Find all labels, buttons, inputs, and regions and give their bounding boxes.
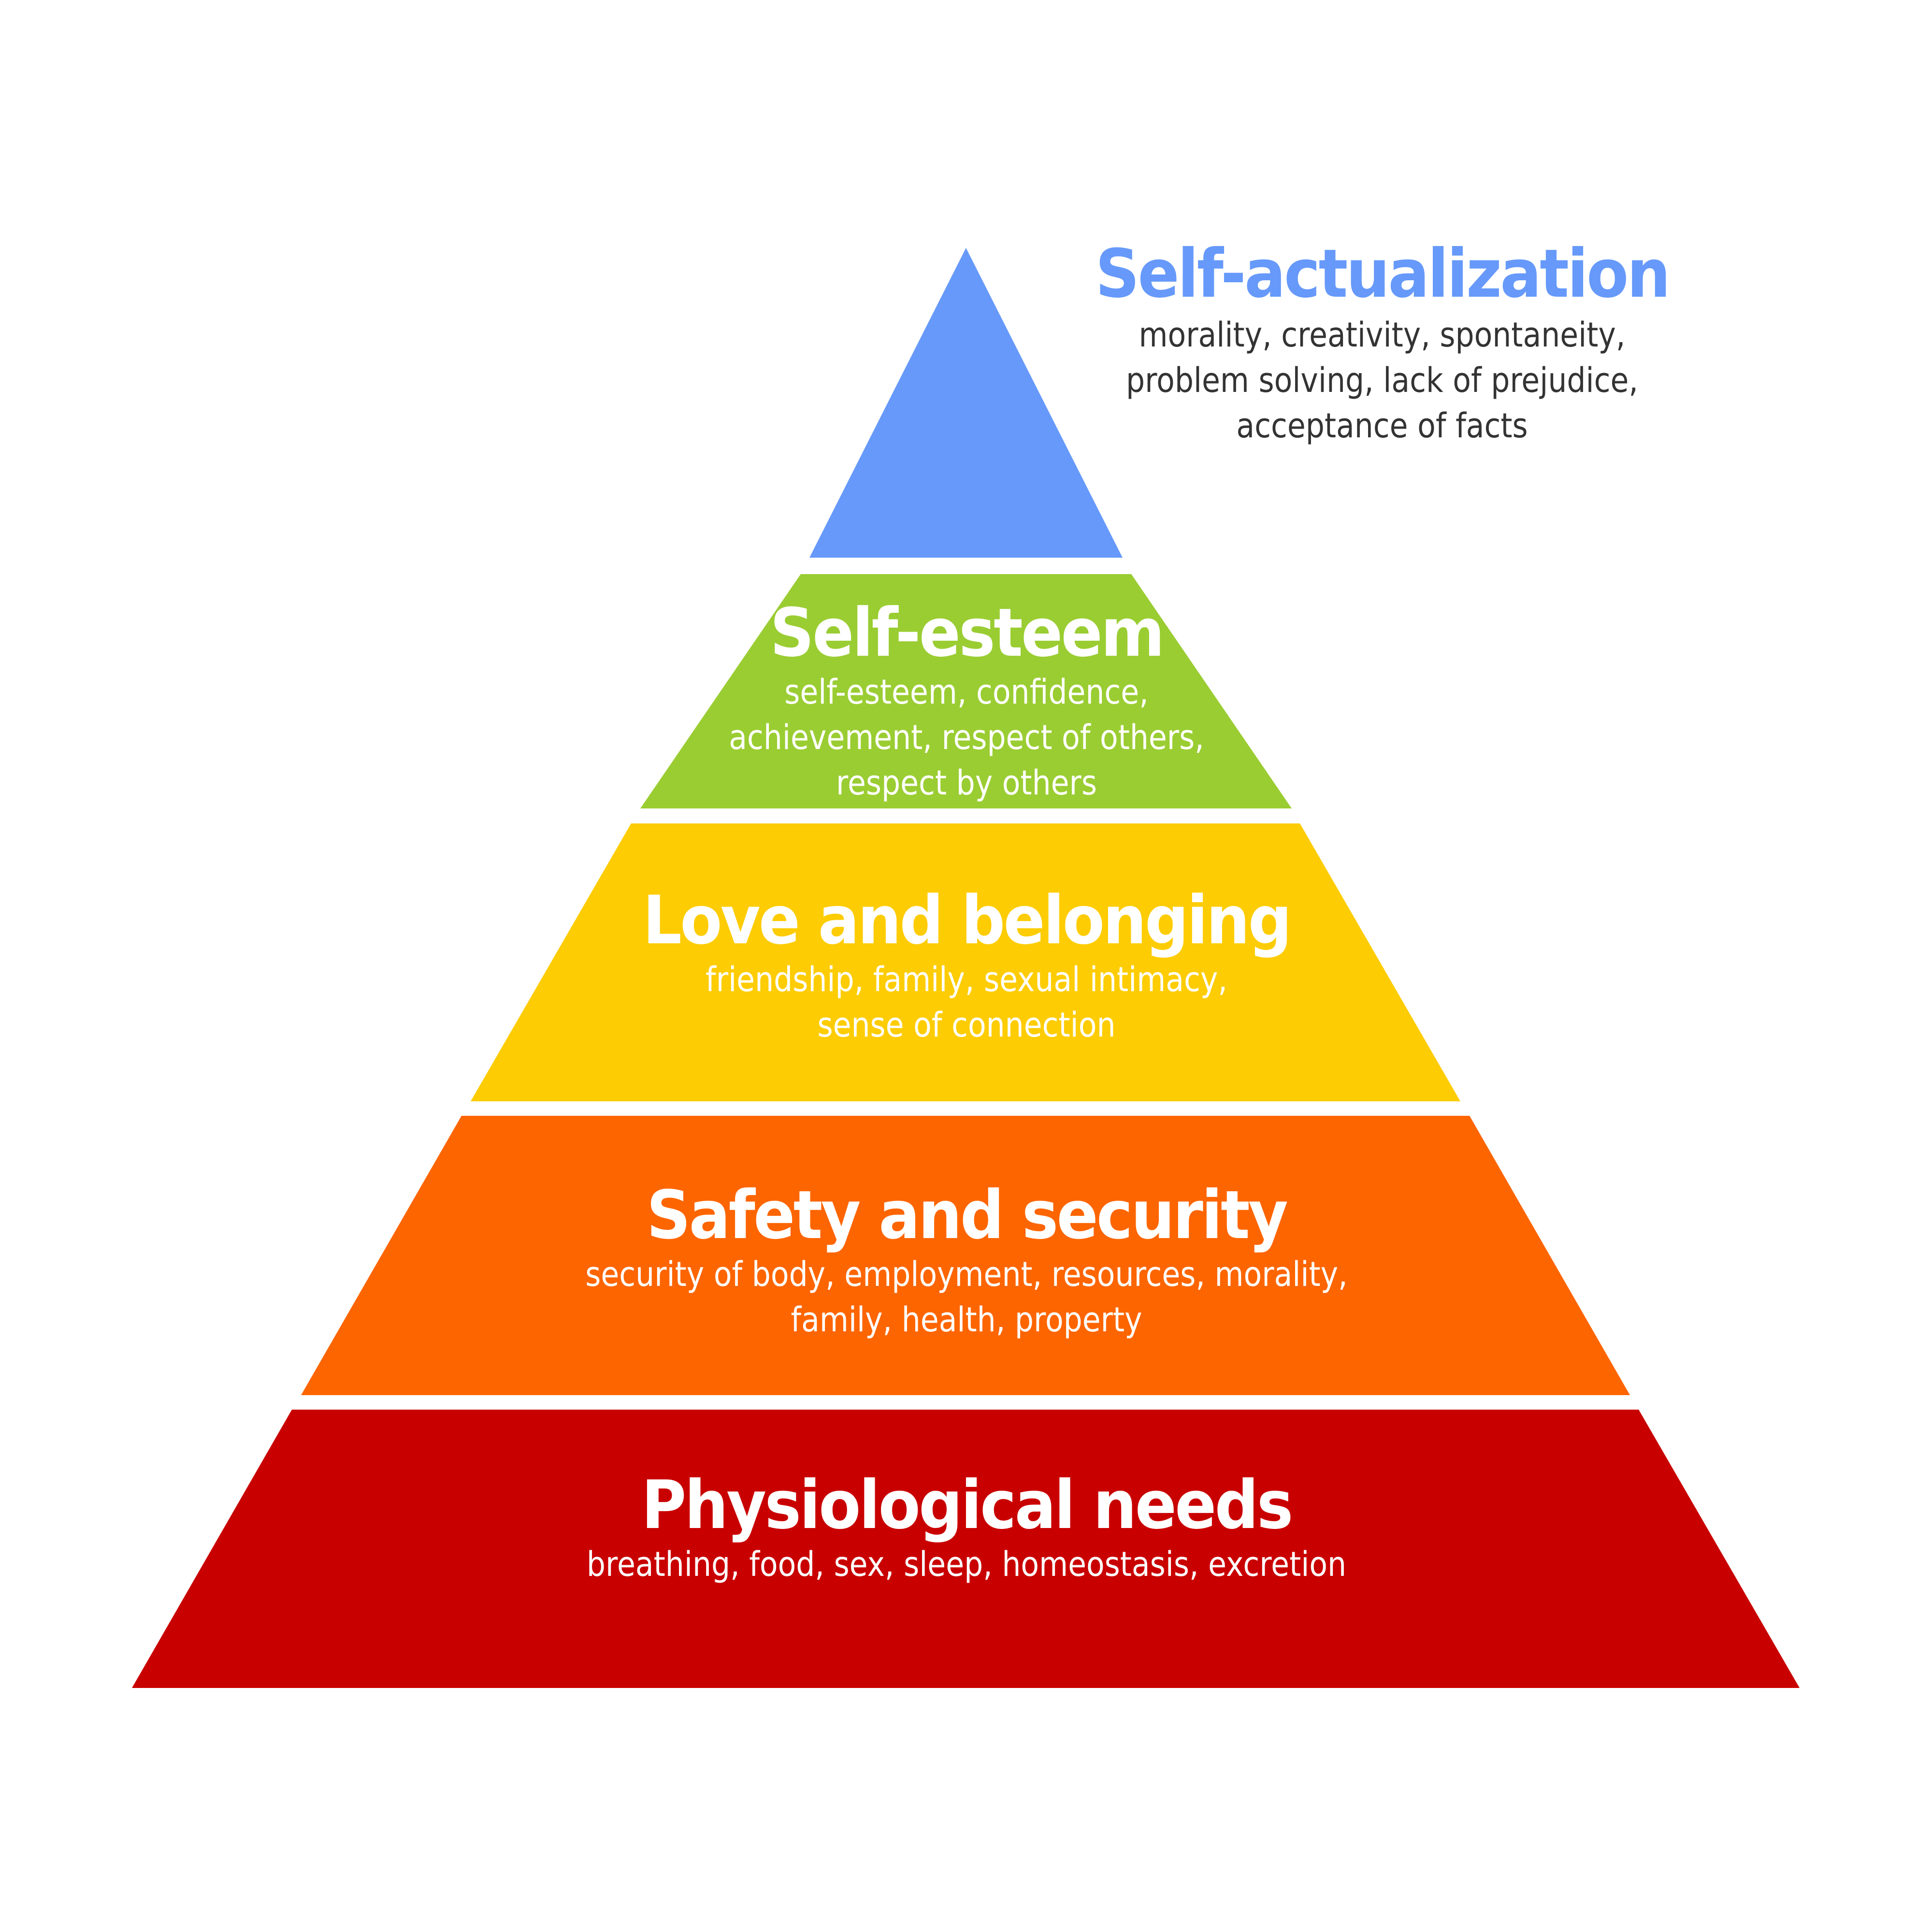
description-line: breathing, food, sex, sleep, homeostasis… — [586, 1544, 1347, 1584]
pyramid-level-self-esteem — [640, 574, 1292, 808]
level-title: Safety and security — [646, 1176, 1288, 1254]
description-line: problem solving, lack of prejudice, — [1126, 360, 1638, 400]
level-title: Physiological needs — [641, 1466, 1293, 1544]
description-line: acceptance of facts — [1236, 406, 1528, 446]
description-line: friendship, family, sexual intimacy, — [706, 960, 1227, 999]
description-line: security of body, employment, resources,… — [585, 1254, 1348, 1294]
description-line: self-esteem, confidence, — [784, 672, 1149, 712]
description-line: sense of connection — [817, 1005, 1116, 1045]
pyramid-level-self-actualization — [809, 248, 1123, 558]
level-label-safety-and-security: Safety and security security of body, em… — [387, 1179, 1546, 1342]
level-label-self-esteem: Self-esteem self-esteem, confidence, ach… — [677, 597, 1256, 806]
pyramid-level-safety-and-security — [301, 1116, 1630, 1395]
level-title: Self-actualization — [1095, 235, 1671, 313]
pyramid-level-physiological-needs — [132, 1410, 1800, 1688]
level-description: self-esteem, confidence, achievement, re… — [711, 669, 1222, 806]
description-line: achievement, respect of others, — [729, 718, 1204, 757]
pyramid-level-love-and-belonging — [471, 823, 1460, 1101]
description-line: morality, creativity, spontaneity, — [1139, 315, 1626, 355]
level-description: friendship, family, sexual intimacy, sen… — [584, 957, 1349, 1048]
level-label-physiological-needs: Physiological needs breathing, food, sex… — [338, 1469, 1595, 1587]
level-description: security of body, employment, resources,… — [456, 1252, 1477, 1342]
level-title: Self-esteem — [770, 594, 1165, 672]
level-description: morality, creativity, spontaneity, probl… — [1101, 312, 1663, 448]
level-label-self-actualization: Self-actualization morality, creativity,… — [1063, 238, 1701, 448]
level-label-love-and-belonging: Love and belonging friendship, family, s… — [532, 884, 1401, 1048]
description-line: family, health, property — [791, 1300, 1142, 1340]
level-description: breathing, food, sex, sleep, homeostasis… — [414, 1542, 1519, 1587]
level-title: Love and belonging — [643, 881, 1292, 959]
description-line: respect by others — [836, 763, 1097, 803]
